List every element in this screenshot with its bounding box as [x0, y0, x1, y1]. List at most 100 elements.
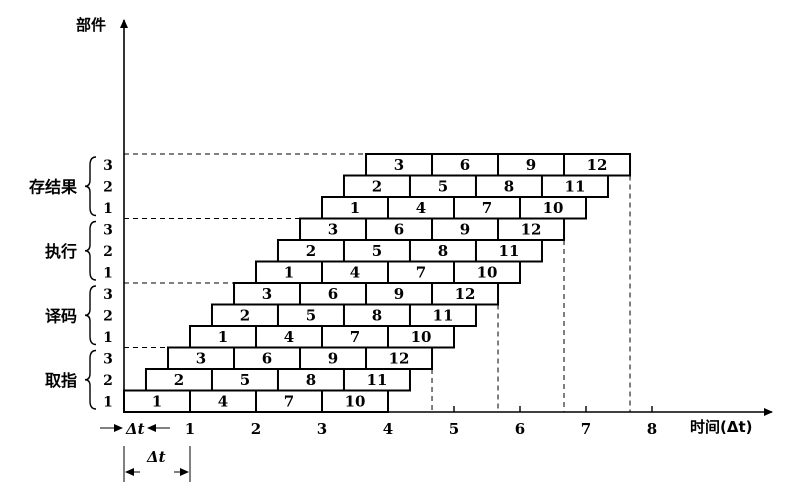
- dt-annotation-bottom: Δt: [123, 446, 191, 482]
- unit-number: 1: [103, 394, 113, 410]
- x-tick-label: 8: [647, 420, 657, 438]
- pipeline-cell: 6: [365, 217, 434, 241]
- unit-number: 3: [103, 158, 113, 174]
- instruction-number: 6: [394, 220, 404, 238]
- pipeline-cell: 4: [189, 389, 257, 413]
- stage-brace: [84, 156, 97, 217]
- stage-brace: [84, 349, 97, 410]
- instruction-number: 12: [455, 285, 476, 303]
- instruction-number: 7: [350, 328, 360, 346]
- unit-number: 2: [103, 179, 113, 195]
- pipeline-cell: 12: [431, 282, 500, 306]
- pipeline-cell: 3: [299, 217, 368, 241]
- pipeline-cell: 12: [365, 346, 434, 370]
- instruction-number: 3: [196, 349, 206, 367]
- pipeline-cell: 3: [233, 282, 302, 306]
- unit-number: 1: [103, 330, 113, 346]
- pipeline-cell: 11: [540, 174, 609, 198]
- instruction-number: 4: [284, 328, 294, 346]
- pipeline-cell: 2: [210, 303, 279, 327]
- instruction-number: 7: [482, 199, 492, 217]
- instruction-number: 2: [240, 306, 250, 324]
- stage-name: 执行: [45, 242, 77, 261]
- instruction-number: 2: [306, 242, 316, 260]
- pipeline-cell: 5: [408, 174, 477, 198]
- instruction-number: 5: [306, 306, 316, 324]
- stage-brace: [84, 285, 97, 346]
- unit-number: 3: [103, 222, 113, 238]
- instruction-number: 7: [416, 263, 426, 281]
- unit-number: 1: [103, 265, 113, 281]
- instruction-number: 1: [350, 199, 360, 217]
- instruction-number: 9: [526, 156, 536, 174]
- instruction-number: 4: [350, 263, 360, 281]
- instruction-number: 3: [262, 285, 272, 303]
- instruction-number: 9: [328, 349, 338, 367]
- dt-annotation-top: Δt: [100, 420, 170, 438]
- pipeline-cell: 7: [387, 260, 455, 284]
- pipeline-cell: 10: [387, 325, 455, 349]
- pipeline-cell: 6: [299, 282, 368, 306]
- instruction-number: 3: [394, 156, 404, 174]
- pipeline-cell: 5: [276, 303, 345, 327]
- dashed-guides: [124, 153, 631, 412]
- pipeline-cell: 11: [474, 239, 543, 263]
- x-tick-label: 4: [383, 420, 393, 438]
- instruction-number: 10: [477, 263, 498, 281]
- instruction-number: 8: [438, 242, 448, 260]
- pipeline-cell: 12: [497, 217, 566, 241]
- instruction-number: 1: [218, 328, 228, 346]
- pipeline-cell: 5: [342, 239, 411, 263]
- pipeline-cell: 8: [474, 174, 543, 198]
- pipeline-cell: 10: [321, 389, 389, 413]
- instruction-number: 12: [389, 349, 410, 367]
- instruction-number: 5: [438, 177, 448, 195]
- instruction-number: 5: [372, 242, 382, 260]
- instruction-number: 10: [411, 328, 432, 346]
- instruction-number: 6: [262, 349, 272, 367]
- instruction-number: 3: [328, 220, 338, 238]
- stage-name: 译码: [45, 306, 77, 325]
- pipeline-cell: 9: [497, 153, 566, 177]
- x-tick-label: 5: [449, 420, 459, 438]
- pipeline-cell: 1: [189, 325, 257, 349]
- x-tick-label: 1: [185, 420, 195, 438]
- instruction-number: 8: [306, 371, 316, 389]
- pipeline-cell: 11: [408, 303, 477, 327]
- pipeline-cell: 2: [342, 174, 411, 198]
- pipeline-cell: 5: [210, 368, 279, 392]
- unit-number: 2: [103, 373, 113, 389]
- pipeline-cell: 6: [431, 153, 500, 177]
- instruction-number: 2: [372, 177, 382, 195]
- instruction-number: 4: [416, 199, 426, 217]
- pipeline-cell: 1: [321, 196, 389, 220]
- x-tick-label: 2: [251, 420, 261, 438]
- instruction-number: 11: [499, 242, 520, 260]
- instruction-number: 6: [328, 285, 338, 303]
- pipeline-cell: 1: [255, 260, 323, 284]
- pipeline-cell: 8: [276, 368, 345, 392]
- pipeline-cell: 9: [365, 282, 434, 306]
- pipeline-cell: 12: [563, 153, 632, 177]
- instruction-number: 7: [284, 392, 294, 410]
- pipeline-cell: 1: [123, 389, 191, 413]
- pipeline-cell: 6: [233, 346, 302, 370]
- pipeline-cell: 4: [255, 325, 323, 349]
- instruction-number: 8: [504, 177, 514, 195]
- pipeline-cell: 8: [342, 303, 411, 327]
- pipeline-cell: 7: [255, 389, 323, 413]
- instruction-number: 11: [433, 306, 454, 324]
- stage-brace: [84, 220, 97, 281]
- pipeline-cell: 9: [431, 217, 500, 241]
- pipeline-cell: 10: [519, 196, 587, 220]
- x-tick-label: 3: [317, 420, 327, 438]
- instruction-number: 11: [565, 177, 586, 195]
- pipeline-cell: 3: [365, 153, 434, 177]
- x-tick-label: 7: [581, 420, 591, 438]
- pipeline-cell: 11: [342, 368, 411, 392]
- pipeline-cell: 2: [276, 239, 345, 263]
